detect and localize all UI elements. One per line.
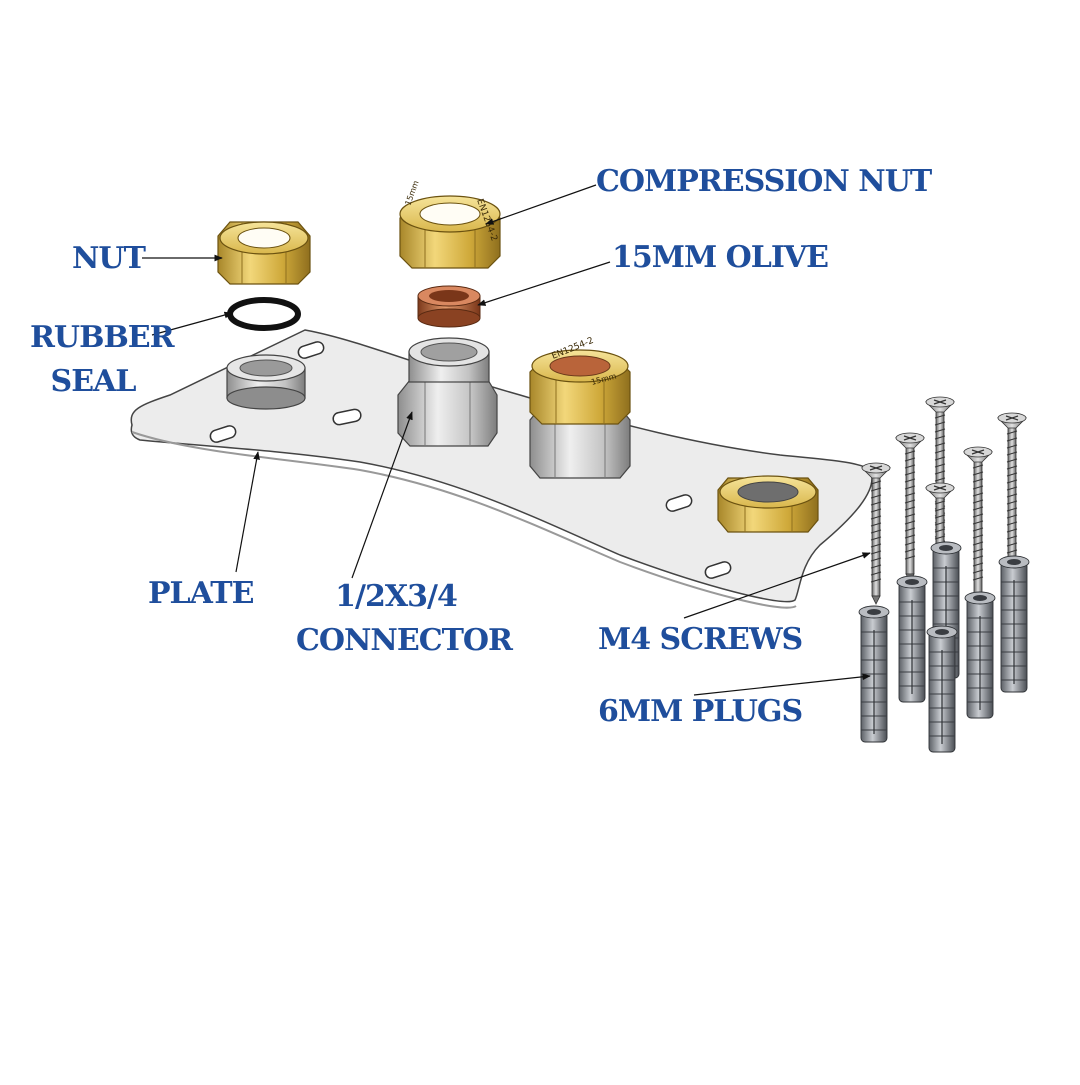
rubber-seal-ring [227,297,301,331]
leader-olive [477,261,611,306]
label-plate: PLATE [148,576,254,611]
m4-screw [861,462,891,605]
6mm-plug [964,591,996,719]
6mm-plug [998,555,1030,693]
copper-olive [417,285,481,328]
m4-screw [997,412,1027,580]
leader-lines [142,184,871,696]
label-m4-screws: M4 SCREWS [598,622,803,657]
fitted-compression-assembly: EN1254-2 15mm [529,336,631,479]
connector-part [397,337,498,447]
label-rubber-seal: RUBBER SEAL [30,316,175,404]
leader-plugs [693,673,871,696]
label-olive: 15MM OLIVE [612,240,829,275]
label-nut: NUT [72,241,146,276]
6mm-plug [896,575,928,703]
plate-slot [665,494,693,512]
label-6mm-plugs: 6MM PLUGS [598,694,803,729]
plate-slot [332,408,362,426]
leader-rubber-seal [151,311,233,336]
leader-compression-nut [485,184,597,225]
plate-threaded-boss [226,354,306,410]
plate-slot [209,425,237,443]
leader-plate [235,451,260,573]
plate-slot [704,561,732,579]
label-connector-line1: 1/2X3/4 [335,579,458,614]
screws-and-plugs [858,396,1030,753]
compression-nut: EN1254-2 15mm [399,179,501,269]
label-connector-line2: CONNECTOR [296,623,513,658]
leader-screws [683,552,871,619]
m4-screw [963,446,993,604]
plate-slot [297,341,325,359]
leader-connector [351,411,413,579]
6mm-plug [858,605,890,743]
plate-brass-nut [717,475,819,533]
label-compression-nut: COMPRESSION NUT [596,164,932,199]
m4-screw [895,432,925,583]
loose-nut [217,221,311,285]
label-rubber-seal-line2: SEAL [50,364,137,399]
6mm-plug [926,625,958,753]
label-rubber-seal-line1: RUBBER [30,320,175,355]
label-connector: 1/2X3/4 CONNECTOR [296,575,513,663]
